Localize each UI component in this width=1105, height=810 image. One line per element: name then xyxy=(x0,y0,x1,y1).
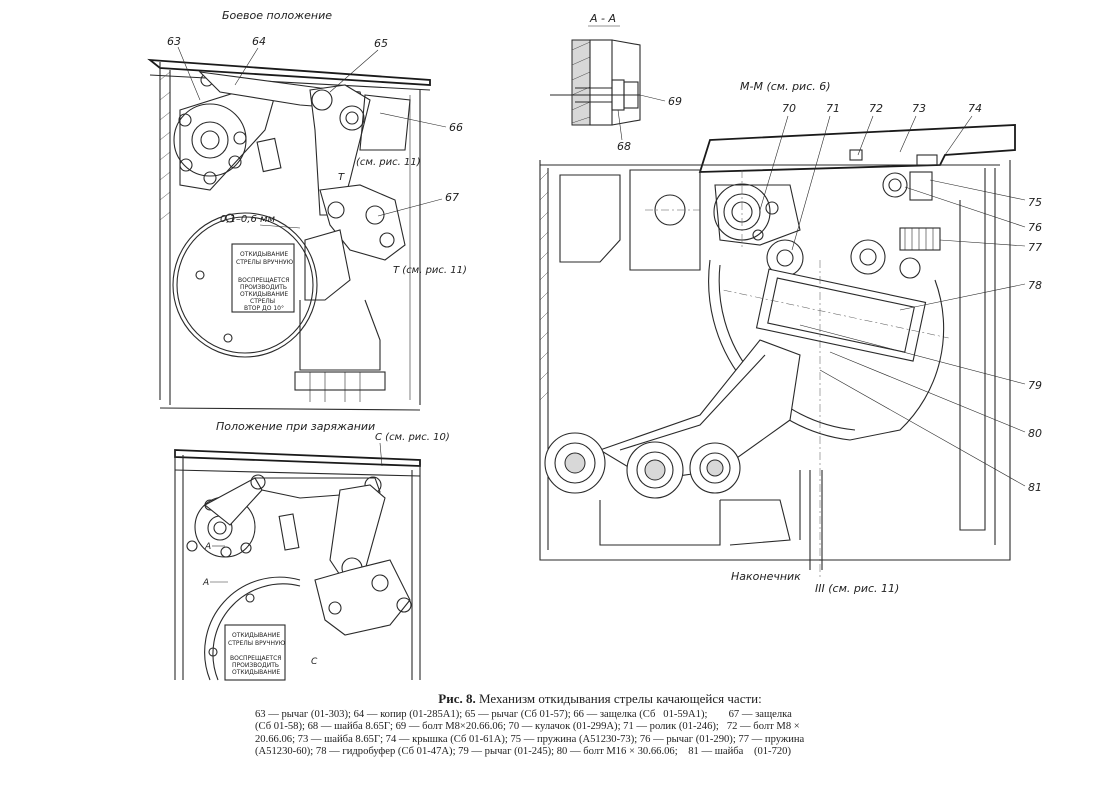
figure-title: Механизм откидывания стрелы качающейся ч… xyxy=(478,691,762,706)
warning-plate-1: ОТКИДЫВАНИЕ СТРЕЛЫ ВРУЧНУЮ ВОСПРЕЩАЕТСЯ … xyxy=(236,251,294,312)
svg-text:ВОСПРЕЩАЕТСЯ: ВОСПРЕЩАЕТСЯ xyxy=(230,655,281,662)
callout-63: 63 xyxy=(167,35,181,48)
caption-line-3: 20.66.06; 73 — шайба 8.65Г; 74 — крышка … xyxy=(255,733,805,745)
callout-77: 77 xyxy=(1028,241,1042,254)
a-label-upper: А xyxy=(204,542,211,552)
svg-text:СТРЕЛЫ: СТРЕЛЫ xyxy=(250,298,275,305)
callout-75: 75 xyxy=(1028,196,1042,209)
caption-line-1: 63 — рычаг (01-303); 64 — копир (01-285А… xyxy=(255,709,792,720)
iii-see-fig11: III (см. рис. 11) xyxy=(815,582,899,595)
view-combat-position: Боевое положение xyxy=(147,9,467,411)
svg-text:ВТОР ДО 10°: ВТОР ДО 10° xyxy=(244,305,284,312)
a-label-lower: А xyxy=(202,578,209,588)
callout-72: 72 xyxy=(869,102,883,115)
svg-text:ВОСПРЕЩАЕТСЯ: ВОСПРЕЩАЕТСЯ xyxy=(238,277,289,284)
see-fig11-top: (см. рис. 11) xyxy=(356,157,421,168)
callout-70: 70 xyxy=(782,102,796,115)
svg-text:СТРЕЛЫ ВРУЧНУЮ: СТРЕЛЫ ВРУЧНУЮ xyxy=(228,640,286,647)
callout-71: 71 xyxy=(826,102,840,115)
technical-drawing: Боевое положение xyxy=(147,9,1042,681)
caption-line-2: (Сб 01-58); 68 — шайба 8.65Г; 69 — болт … xyxy=(255,721,800,733)
svg-text:СТРЕЛЫ ВРУЧНУЮ: СТРЕЛЫ ВРУЧНУЮ xyxy=(236,259,294,266)
svg-text:ПРОИЗВОДИТЬ: ПРОИЗВОДИТЬ xyxy=(232,662,279,669)
callout-73: 73 xyxy=(912,102,926,115)
callout-64: 64 xyxy=(252,35,266,48)
callout-78: 78 xyxy=(1028,279,1042,292)
view-title-section-mm: М-М (см. рис. 6) xyxy=(740,80,831,93)
view-section-mm: М-М (см. рис. 6) xyxy=(539,80,1042,595)
svg-text:ОТКИДЫВАНИЕ: ОТКИДЫВАНИЕ xyxy=(232,632,280,639)
callout-74: 74 xyxy=(968,102,982,115)
warning-plate-2: ОТКИДЫВАНИЕ СТРЕЛЫ ВРУЧНУЮ ВОСПРЕЩАЕТСЯ … xyxy=(228,632,286,676)
c-see-fig10: С (см. рис. 10) xyxy=(375,432,450,443)
caption-line-4: (А51230-60); 78 — гидробуфер (Сб 01-47А)… xyxy=(255,746,792,758)
svg-text:ПРОИЗВОДИТЬ: ПРОИЗВОДИТЬ xyxy=(240,284,287,291)
svg-text:ОТКИДЫВАНИЕ: ОТКИДЫВАНИЕ xyxy=(240,291,288,298)
view-title-combat: Боевое положение xyxy=(222,9,332,22)
callout-68: 68 xyxy=(617,140,631,153)
svg-text:ОТКИДЫВАНИЕ: ОТКИДЫВАНИЕ xyxy=(240,251,288,258)
gap-annotation: 0,1–0,6 мм xyxy=(220,214,276,225)
callout-76: 76 xyxy=(1028,221,1042,234)
callout-79: 79 xyxy=(1028,379,1042,392)
view-title-loading: Положение при заряжании xyxy=(216,420,375,433)
svg-text:ОТКИДЫВАНИЕ: ОТКИДЫВАНИЕ xyxy=(232,669,280,676)
tip-label: Наконечник xyxy=(731,570,801,583)
t-see-fig11: T (см. рис. 11) xyxy=(393,265,467,276)
figure-caption: Рис. 8. Механизм откидывания стрелы кача… xyxy=(255,691,945,759)
callout-66: 66 xyxy=(449,121,463,134)
figure-label: Рис. 8. xyxy=(438,691,476,706)
view-title-section-aa: А - А xyxy=(589,12,616,25)
caption-title: Рис. 8. Механизм откидывания стрелы кача… xyxy=(255,691,945,707)
caption-legend: 63 — рычаг (01-303); 64 — копир (01-285А… xyxy=(255,709,945,759)
view-loading-position: Положение при заряжании С (см. рис. 10) xyxy=(174,420,450,681)
callout-69: 69 xyxy=(668,95,682,108)
t-label: T xyxy=(338,172,345,183)
callout-65: 65 xyxy=(374,37,388,50)
callout-81: 81 xyxy=(1028,481,1042,494)
callout-67: 67 xyxy=(445,191,459,204)
callout-80: 80 xyxy=(1028,427,1042,440)
view-section-aa: А - А 69 68 xyxy=(550,12,682,153)
c-label: С xyxy=(311,657,318,667)
